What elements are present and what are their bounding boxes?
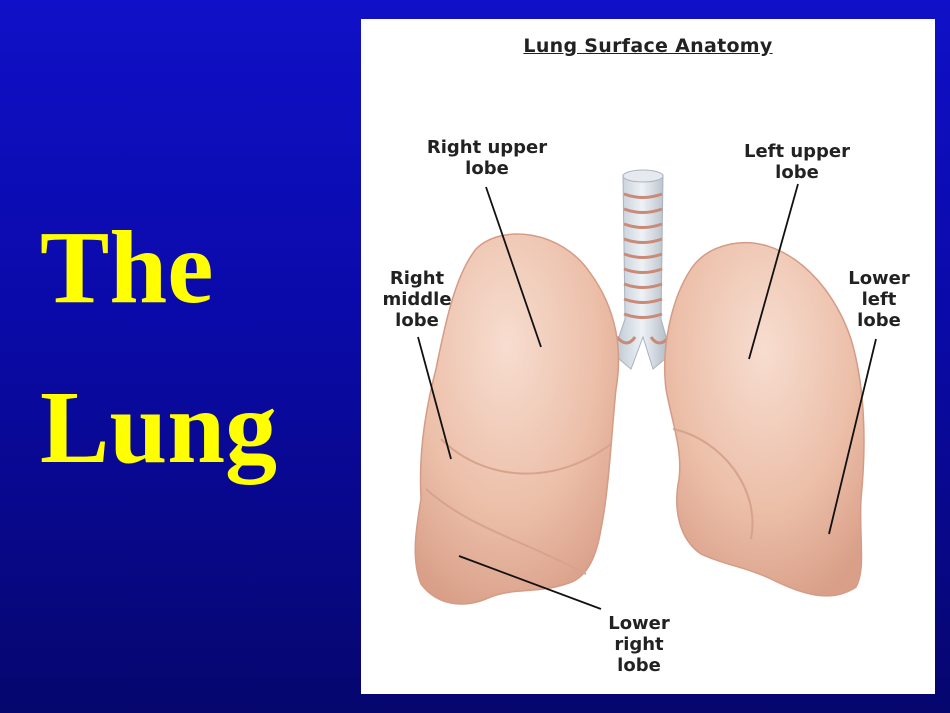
figure-title: Lung Surface Anatomy [523,35,773,57]
label-lower-right-lobe: Lower right lobe [608,613,670,676]
slide-title-line-1: The [40,210,214,325]
slide-title: The Lung [40,188,277,508]
label-lower-left-lobe: Lower left lobe [848,268,910,331]
slide-title-line-2: Lung [40,370,278,485]
trachea [612,169,672,370]
label-right-upper-lobe: Right upper lobe [426,137,548,179]
leader-lines [417,183,877,610]
left-lung [663,241,865,597]
right-lung [414,233,620,605]
lung-anatomy-figure: Lung Surface Anatomy Right upper lobe Le… [361,19,935,694]
label-left-upper-lobe: Left upper lobe [743,141,851,183]
label-right-middle-lobe: Right middle lobe [382,268,452,331]
lung-illustration [414,169,877,610]
